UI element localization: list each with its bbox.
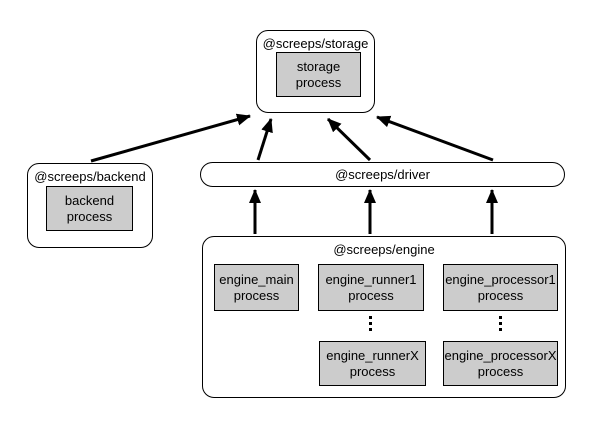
node-engine-label: @screeps/engine (333, 242, 435, 257)
engine-runnerX-process-box: engine_runnerX process (319, 341, 426, 386)
node-backend: @screeps/backend backend process (27, 163, 153, 248)
node-driver-label: @screeps/driver (335, 167, 430, 182)
node-storage: @screeps/storage storage process (256, 30, 375, 113)
backend-process-box: backend process (46, 186, 133, 231)
node-storage-label: @screeps/storage (262, 36, 369, 51)
node-driver: @screeps/driver (200, 162, 565, 187)
engine-processor1-process-box: engine_processor1 process (443, 264, 558, 311)
node-engine: @screeps/engine engine_main process engi… (202, 236, 566, 398)
engine-processorX-process-box: engine_processorX process (443, 341, 558, 386)
arrow-backend-to-storage (90, 113, 251, 163)
engine-main-process-box: engine_main process (214, 264, 299, 311)
vertical-ellipsis-icon (369, 316, 372, 331)
node-backend-label: @screeps/backend (34, 169, 146, 184)
arrow-driver-to-storage (376, 115, 494, 162)
arrow-driver-to-storage (256, 118, 273, 161)
storage-process-box: storage process (276, 52, 361, 97)
engine-runner1-process-box: engine_runner1 process (318, 264, 424, 311)
arrow-driver-to-storage (326, 117, 372, 162)
vertical-ellipsis-icon (499, 316, 502, 331)
